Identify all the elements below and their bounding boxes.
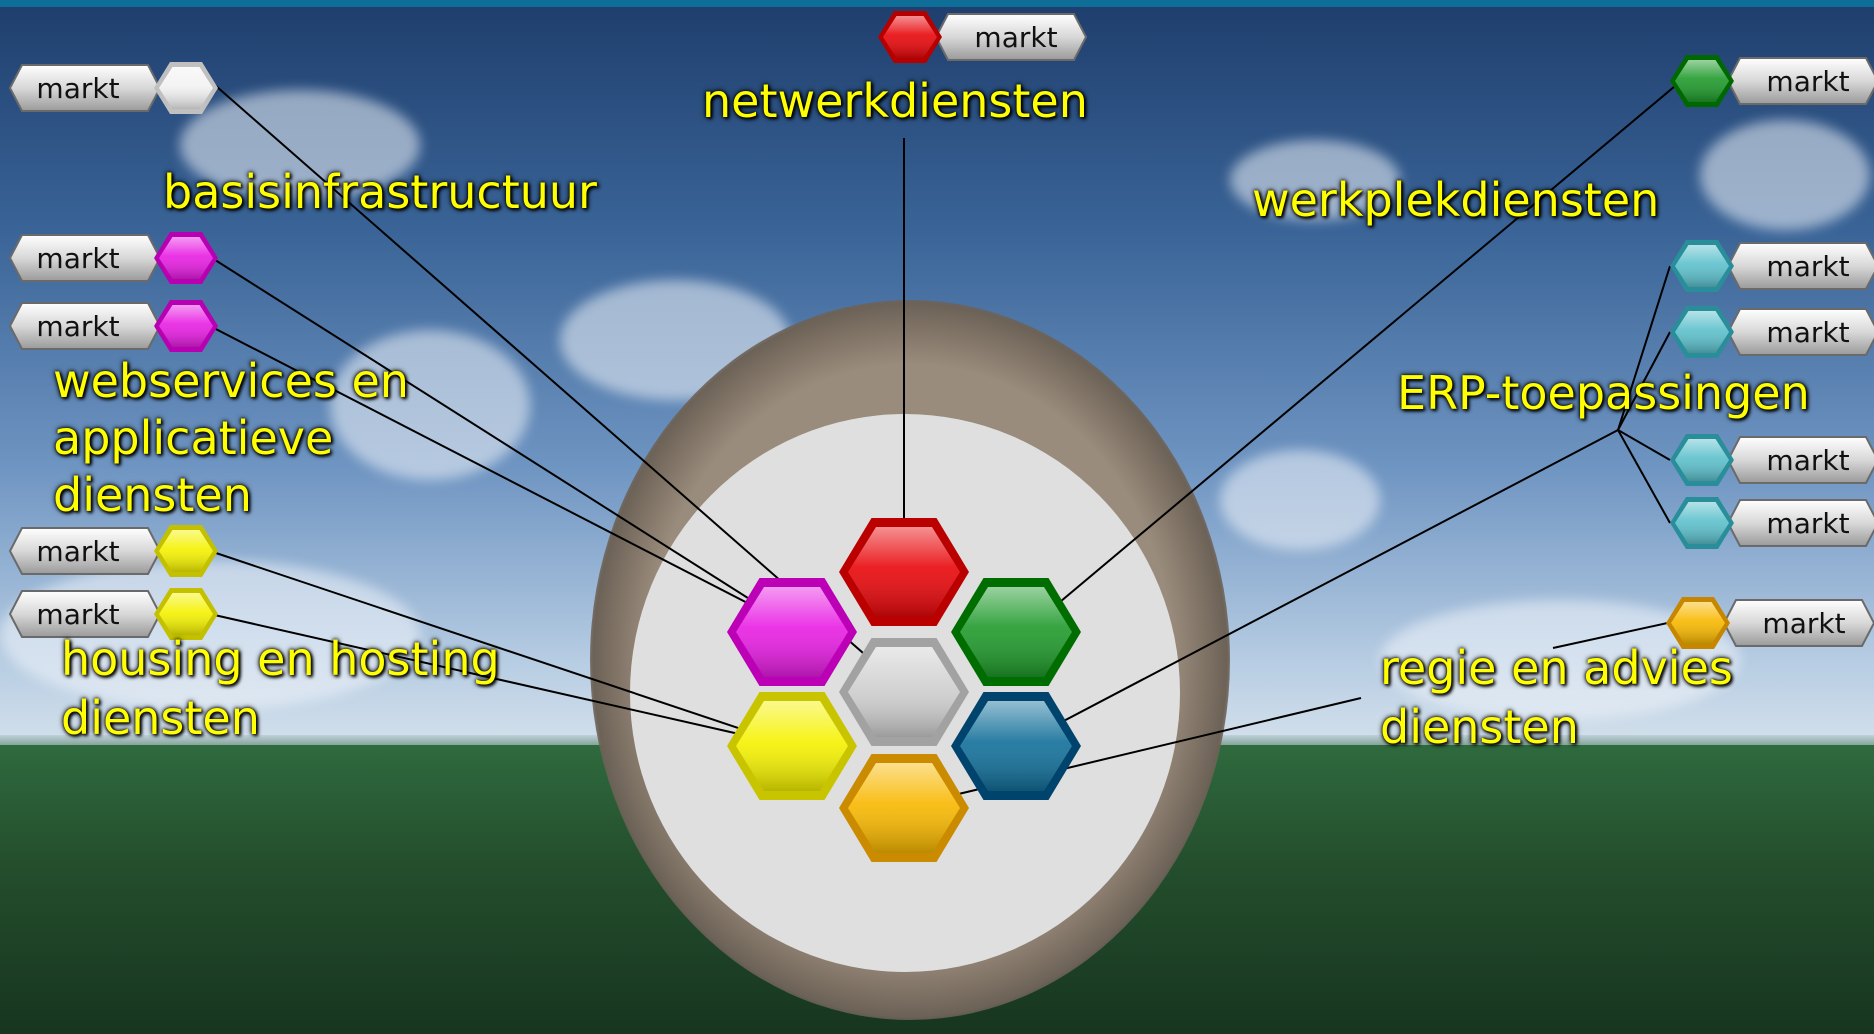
markt-label: markt bbox=[1766, 315, 1850, 349]
label-regie-line1: regie en advies bbox=[1380, 641, 1733, 695]
markt-label: markt bbox=[1766, 443, 1850, 477]
label-housing-line2: diensten bbox=[61, 691, 260, 745]
markt-label: markt bbox=[36, 309, 120, 343]
markt-label: markt bbox=[36, 71, 120, 105]
markt-label: markt bbox=[36, 241, 120, 275]
markt-label: markt bbox=[974, 20, 1058, 54]
label-regie-line2: diensten bbox=[1380, 700, 1579, 754]
cloud bbox=[1220, 450, 1380, 550]
markt-label: markt bbox=[1766, 64, 1850, 98]
cloud bbox=[1700, 120, 1870, 230]
label-erp-toepassingen: ERP-toepassingen bbox=[1397, 366, 1810, 420]
top-bar bbox=[0, 0, 1874, 7]
markt-label: markt bbox=[36, 534, 120, 568]
planet-disc bbox=[630, 414, 1180, 972]
markt-label: markt bbox=[36, 597, 120, 631]
label-basisinfrastructuur: basisinfrastructuur bbox=[163, 165, 597, 219]
label-werkplekdiensten: werkplekdiensten bbox=[1252, 173, 1660, 227]
label-netwerkdiensten: netwerkdiensten bbox=[702, 74, 1088, 128]
label-webservices-line3: diensten bbox=[53, 468, 252, 522]
markt-label: markt bbox=[1766, 249, 1850, 283]
label-webservices-line1: webservices en bbox=[53, 354, 409, 408]
markt-label: markt bbox=[1766, 506, 1850, 540]
label-housing-line1: housing en hosting bbox=[61, 632, 500, 686]
label-webservices-line2: applicatieve bbox=[53, 411, 334, 465]
markt-label: markt bbox=[1762, 606, 1846, 640]
